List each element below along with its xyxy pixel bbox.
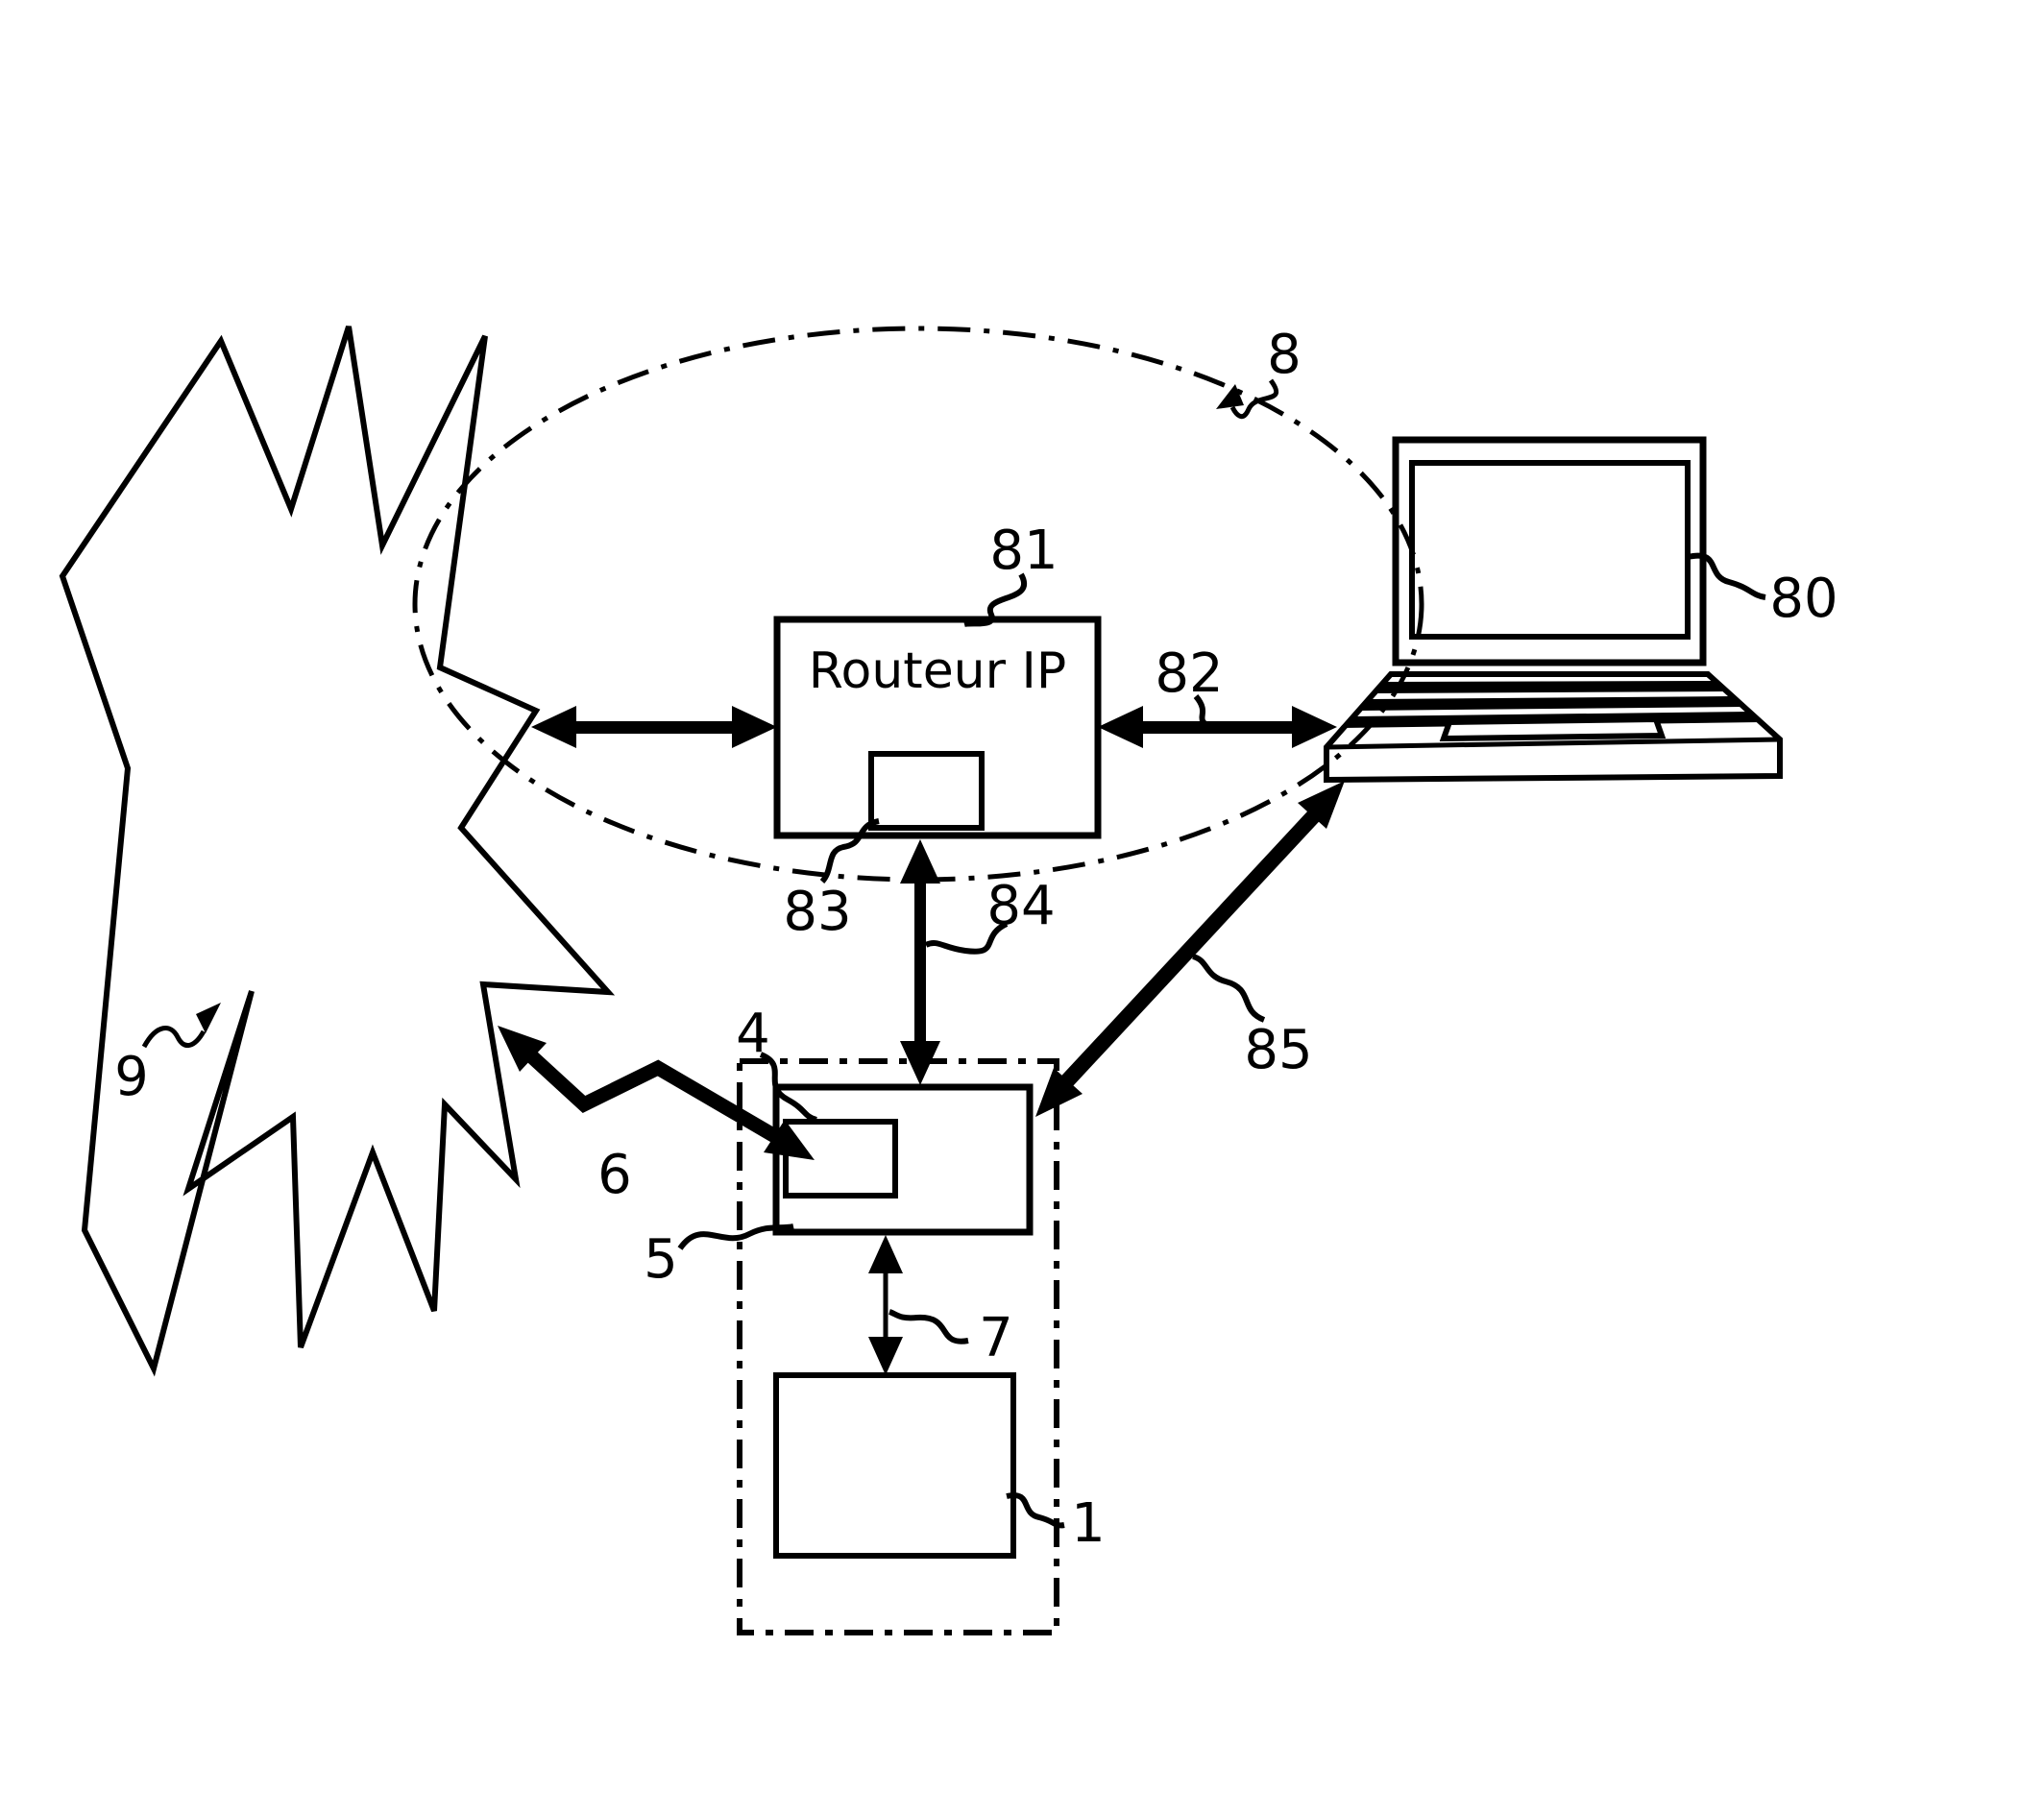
label-9: 9 <box>114 1046 149 1108</box>
device-block <box>772 1083 1034 1559</box>
leader-7 <box>888 1309 969 1344</box>
leader-85 <box>1191 954 1266 1023</box>
label-8: 8 <box>1267 324 1302 386</box>
lower-unit-box <box>773 1372 1016 1559</box>
laptop-trackpad <box>1439 715 1667 742</box>
label-1: 1 <box>1071 1492 1106 1555</box>
arrow-zigzag-6 <box>498 1026 815 1160</box>
label-83: 83 <box>783 881 851 943</box>
leader-8 <box>1229 378 1279 420</box>
label-81: 81 <box>989 520 1058 582</box>
laptop-screen-inner <box>1409 460 1691 640</box>
leader-5 <box>677 1223 794 1250</box>
label-6: 6 <box>597 1144 632 1206</box>
label-82: 82 <box>1155 642 1223 705</box>
laptop-key-row-2 <box>1359 696 1744 711</box>
label-80: 80 <box>1769 568 1837 630</box>
leader-1 <box>1006 1492 1065 1529</box>
leader-83 <box>819 818 880 884</box>
label-84: 84 <box>986 875 1055 937</box>
leader-4 <box>759 1052 817 1123</box>
arrow-device-unit-7 <box>868 1235 903 1375</box>
network-ellipse <box>412 326 1424 883</box>
label-4: 4 <box>736 1003 770 1065</box>
arrow-router-device-84 <box>900 839 940 1085</box>
starburst-network-shape <box>59 326 616 1377</box>
laptop-base-front-edge <box>1326 737 1781 750</box>
leader-80 <box>1687 552 1766 600</box>
leader-82 <box>1193 694 1255 734</box>
reference-labels: 9 6 8 80 81 82 83 84 85 4 5 7 1 <box>114 324 1837 1555</box>
laptop-key-row-1 <box>1375 681 1727 693</box>
label-5: 5 <box>644 1228 678 1291</box>
leader-9-arrowhead <box>196 1003 221 1033</box>
leader-84 <box>924 921 1009 955</box>
label-7: 7 <box>979 1307 1013 1369</box>
device-box <box>772 1083 1034 1236</box>
leader-81 <box>963 572 1027 627</box>
device-module-box <box>783 1119 898 1199</box>
leader-8-arrowhead <box>1216 384 1244 409</box>
leader-lines <box>141 378 1766 1529</box>
arrow-star-router <box>531 706 777 748</box>
arrow-laptop-device-85 <box>1035 781 1345 1117</box>
label-85: 85 <box>1244 1019 1312 1081</box>
router-module-box <box>868 751 985 831</box>
equipment-boundary <box>737 1058 1059 1635</box>
leader-9 <box>141 1026 207 1049</box>
router-box <box>773 616 1102 839</box>
router-block: Routeur IP <box>773 616 1102 839</box>
laptop <box>1324 436 1783 784</box>
router-label: Routeur IP <box>809 642 1067 700</box>
